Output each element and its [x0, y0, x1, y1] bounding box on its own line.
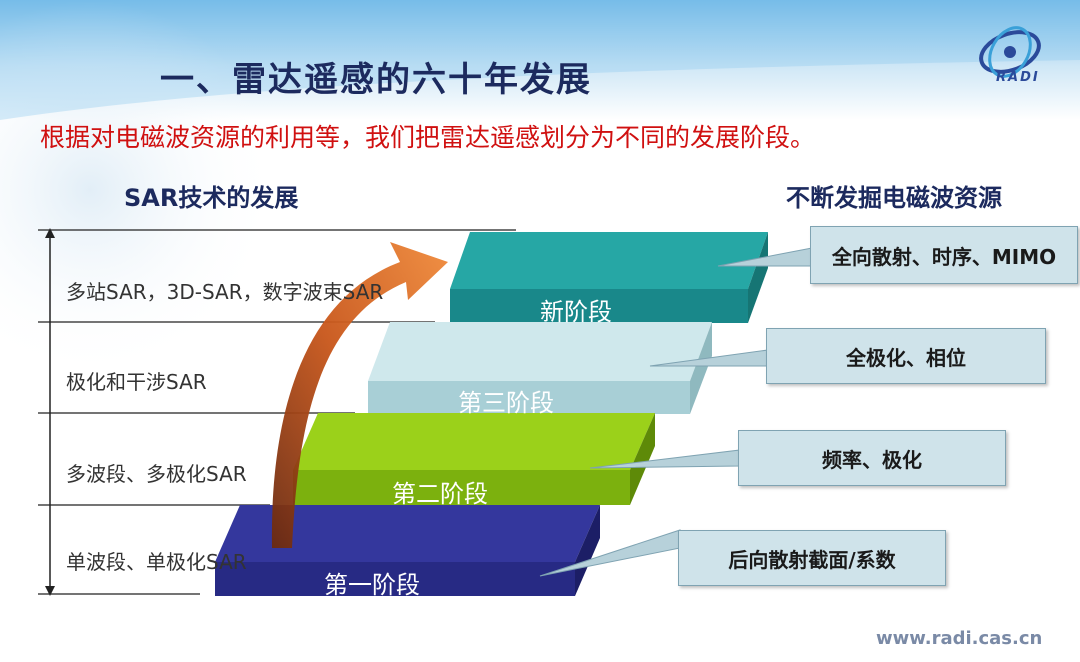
left-header: SAR技术的发展 — [124, 184, 299, 212]
step-label-two: 第二阶段 — [392, 480, 488, 508]
right-header: 不断发掘电磁波资源 — [786, 184, 1002, 212]
level-label-1: 单波段、单极化SAR — [66, 550, 247, 574]
step-three — [368, 322, 712, 414]
step-label-three: 第三阶段 — [458, 389, 554, 417]
page-subtitle: 根据对电磁波资源的利用等，我们把雷达遥感划分为不同的发展阶段。 — [40, 123, 816, 152]
step-one — [215, 505, 600, 596]
callout-stage-one: 后向散射截面/系数 — [678, 530, 946, 586]
step-label-one: 第一阶段 — [324, 571, 420, 599]
radi-logo-icon — [979, 26, 1041, 78]
callout-stage-three: 全极化、相位 — [766, 328, 1046, 384]
step-two — [293, 413, 655, 505]
callout-stage-new: 全向散射、时序、MIMO — [810, 226, 1078, 284]
growth-arrow-icon — [271, 242, 448, 548]
level-label-2: 多波段、多极化SAR — [66, 462, 247, 486]
level-label-3: 极化和干涉SAR — [66, 370, 207, 394]
callout-stage-two: 频率、极化 — [738, 430, 1006, 486]
level-label-4: 多站SAR，3D-SAR，数字波束SAR — [66, 280, 384, 304]
logo-text: RADI — [996, 70, 1040, 85]
page-title: 一、雷达遥感的六十年发展 — [160, 60, 592, 100]
step-label-new: 新阶段 — [540, 298, 612, 326]
step-new — [450, 232, 768, 323]
footer-url: www.radi.cas.cn — [876, 628, 1043, 649]
